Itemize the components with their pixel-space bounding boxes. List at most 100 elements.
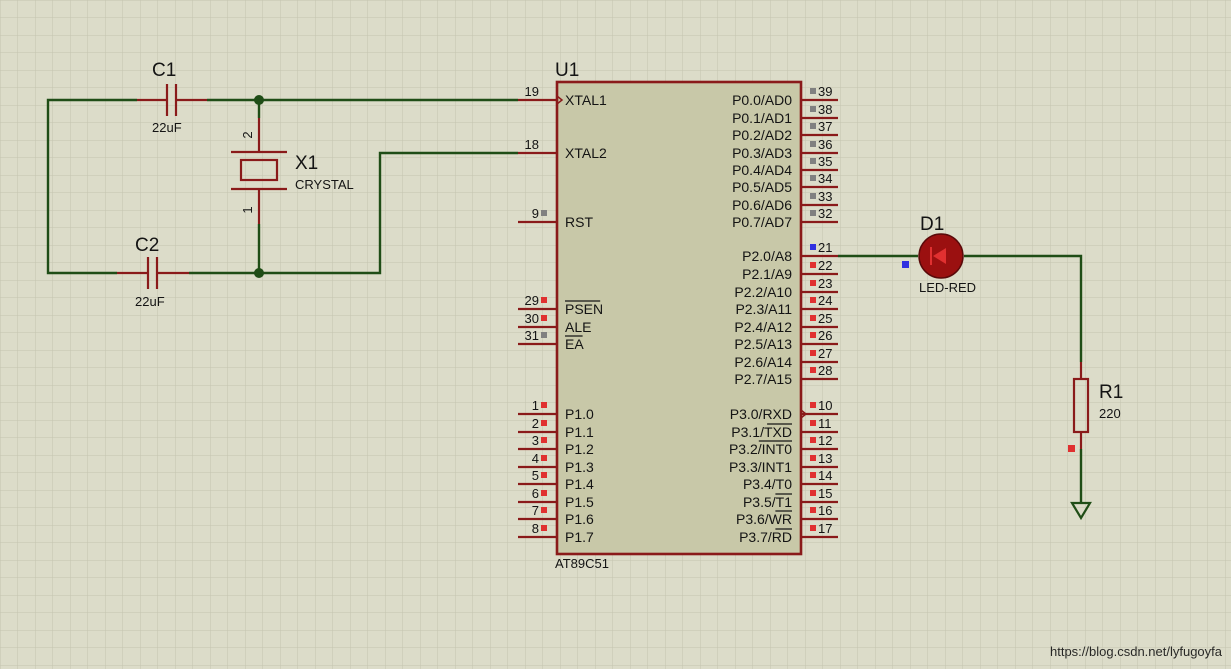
pin-marker	[810, 472, 816, 478]
pin-number: 23	[818, 276, 832, 291]
pin-marker	[810, 402, 816, 408]
pin-name: P3.5/T1	[743, 494, 792, 510]
ic-pin-left[interactable]: 1P1.0	[518, 398, 594, 422]
ic-u1[interactable]: U1 AT89C51 19XTAL118XTAL29RST29PSEN30ALE…	[518, 60, 838, 571]
pin-marker	[541, 525, 547, 531]
pin-name: P3.6/WR	[736, 511, 792, 527]
led-d1[interactable]: D1 LED-RED	[902, 214, 976, 295]
d1-ref: D1	[920, 214, 944, 235]
ic-pin-left[interactable]: 3P1.2	[518, 433, 594, 457]
pin-number: 29	[525, 293, 539, 308]
pin-name: P2.4/A12	[734, 319, 792, 335]
pin-number: 8	[532, 521, 539, 536]
pin-number: 10	[818, 398, 832, 413]
pin-number: 13	[818, 451, 832, 466]
pin-number: 37	[818, 119, 832, 134]
pin-number: 15	[818, 486, 832, 501]
x1-pin-bottom: 1	[240, 206, 255, 213]
pin-marker	[541, 472, 547, 478]
ic-pin-left[interactable]: 6P1.5	[518, 486, 594, 510]
wires	[46, 95, 1083, 362]
pin-name: P0.7/AD7	[732, 214, 792, 230]
ic-pin-left[interactable]: 2P1.1	[518, 416, 594, 440]
ic-left-pins: 19XTAL118XTAL29RST29PSEN30ALE31EA1P1.02P…	[518, 84, 607, 545]
x1-body	[239, 158, 279, 182]
ic-pin-left[interactable]: 8P1.7	[518, 521, 594, 545]
pin-number: 33	[818, 189, 832, 204]
pin-marker	[902, 261, 909, 268]
pin-name: ALE	[565, 319, 591, 335]
capacitor-c1[interactable]: C1 22uF	[137, 60, 207, 135]
wire-xtal2	[189, 151, 518, 275]
resistor-r1[interactable]: R1 220	[1068, 362, 1123, 452]
crystal-x1[interactable]: 2 1 X1 CRYSTAL	[231, 118, 354, 224]
pin-name: P1.5	[565, 494, 594, 510]
pin-name: P1.2	[565, 441, 594, 457]
capacitor-c2[interactable]: C2 22uF	[117, 235, 189, 309]
pin-name: P0.6/AD6	[732, 197, 792, 213]
pin-name: P2.5/A13	[734, 336, 792, 352]
junction-dot	[254, 268, 264, 278]
pin-marker	[541, 315, 547, 321]
pin-number: 16	[818, 503, 832, 518]
junction-dot	[254, 95, 264, 105]
pin-marker	[810, 210, 816, 216]
pin-number: 4	[532, 451, 539, 466]
pin-marker	[810, 297, 816, 303]
pin-name: P2.0/A8	[742, 248, 792, 264]
ic-body	[555, 80, 803, 556]
pin-name: P3.0/RXD	[730, 406, 792, 422]
ic-pin-left[interactable]: 4P1.3	[518, 451, 594, 475]
pin-marker	[541, 420, 547, 426]
pin-number: 30	[525, 311, 539, 326]
pin-number: 9	[532, 206, 539, 221]
pin-number: 3	[532, 433, 539, 448]
pin-marker	[810, 88, 816, 94]
ic-pin-left[interactable]: 7P1.6	[518, 503, 594, 527]
pin-number: 1	[532, 398, 539, 413]
pin-name: PSEN	[565, 301, 603, 317]
pin-number: 31	[525, 328, 539, 343]
c2-value: 22uF	[135, 294, 165, 309]
pin-name: P1.0	[565, 406, 594, 422]
pin-marker	[810, 262, 816, 268]
pin-number: 21	[818, 240, 832, 255]
pin-marker	[810, 367, 816, 373]
pin-marker	[810, 280, 816, 286]
pin-number: 24	[818, 293, 832, 308]
ic-pin-left[interactable]: 5P1.4	[518, 468, 594, 492]
pin-number: 19	[525, 84, 539, 99]
pin-marker	[810, 193, 816, 199]
pin-marker	[541, 402, 547, 408]
